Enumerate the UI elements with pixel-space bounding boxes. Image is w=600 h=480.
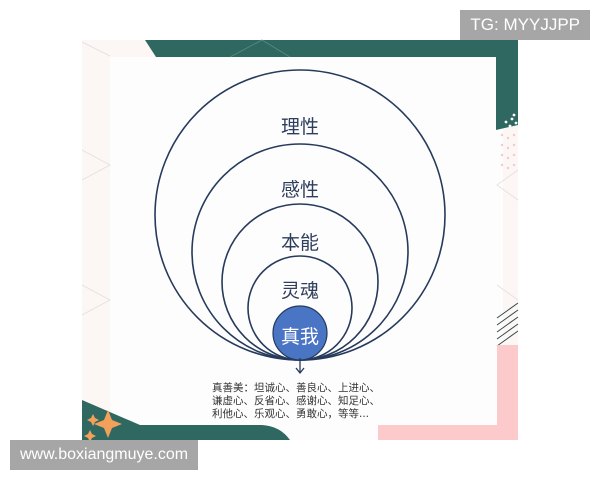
dot-pattern — [504, 113, 518, 128]
frame-bottom-left-band — [82, 400, 290, 440]
hatch-pattern — [496, 302, 519, 347]
frame-top-band — [145, 40, 518, 57]
label-emotional: 感性 — [280, 179, 319, 201]
label-soul: 灵魂 — [280, 280, 319, 302]
decorative-lines — [81, 39, 519, 316]
label-rational: 理性 — [280, 116, 319, 138]
frame-pink-bottom — [378, 425, 518, 440]
decorative-frame — [82, 40, 518, 440]
sparkle-icon — [84, 410, 122, 442]
description-line: 真善美：坦诚心、善良心、上进心、 — [212, 382, 380, 394]
frame-right-band — [496, 40, 518, 130]
pink-dot-pattern — [500, 133, 516, 170]
description-line: 谦虚心、反省心、感谢心、知足心、 — [212, 395, 380, 407]
watermark-top: TG: MYYJJPP — [460, 10, 590, 40]
arrow-down-icon — [295, 358, 305, 375]
description-line: 利他心、乐观心、勇敢心，等等... — [212, 408, 370, 420]
label-true-self: 真我 — [280, 326, 319, 348]
label-instinct: 本能 — [280, 232, 319, 254]
description-text: 真善美：坦诚心、善良心、上进心、 谦虚心、反省心、感谢心、知足心、 利他心、乐观… — [212, 382, 380, 421]
watermark-bottom: www.boxiangmuye.com — [10, 440, 199, 470]
diagram-canvas — [110, 57, 503, 440]
frame-pink-right — [497, 345, 518, 440]
